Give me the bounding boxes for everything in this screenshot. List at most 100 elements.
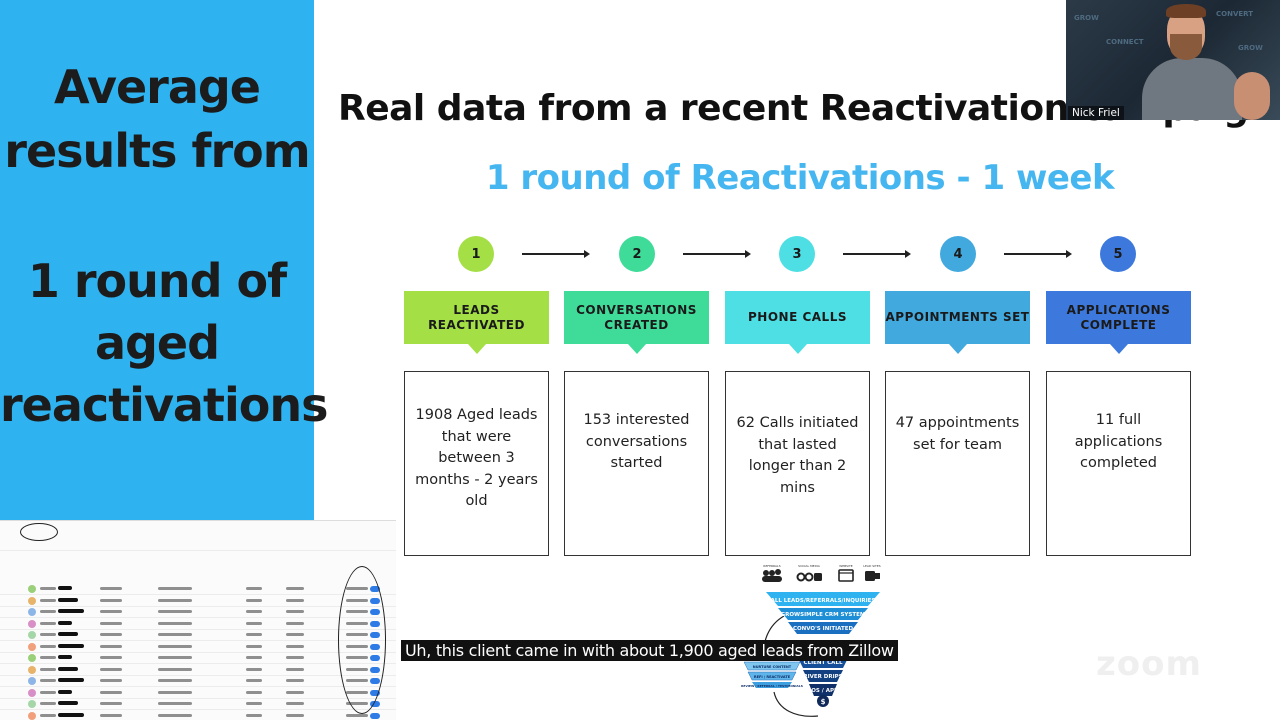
annotation-circle: [20, 523, 58, 541]
crm-cell: [158, 598, 192, 602]
crm-cell: [100, 656, 122, 659]
funnel-layer: [809, 684, 837, 696]
crm-cell: [286, 690, 304, 694]
funnel-layer-label: RIVER DRIPS: [803, 674, 842, 680]
step-card-3: 62 Calls initiated that lasted longer th…: [725, 371, 870, 556]
crm-cell: [158, 713, 192, 717]
step-banner-2: CONVERSATIONS CREATED: [564, 291, 709, 354]
crm-screenshot-thumbnail: [0, 520, 396, 720]
crm-cell: [246, 690, 262, 694]
marketing-funnel-diagram: ALL LEADS/REFERRALS/INQUIRIES GROWSIMPLE…: [741, 564, 881, 717]
participant-arm: [1234, 72, 1270, 120]
crm-cell: [100, 633, 122, 636]
crm-cell: [40, 621, 56, 625]
crm-cell: [40, 656, 56, 659]
avatar: [28, 654, 36, 662]
crm-cell: [158, 656, 192, 659]
webcam-video[interactable]: GROW CONNECT CONVERT GROW Nick Friel: [1066, 0, 1280, 120]
zoom-watermark: zoom: [1096, 644, 1202, 684]
avatar: [28, 711, 36, 720]
funnel-layer-label: LOS / APP: [808, 688, 838, 694]
crm-cell: [158, 679, 192, 682]
left-title-line: aged: [94, 316, 220, 370]
step-number-5: 5: [1100, 236, 1136, 272]
redaction-mark: [58, 643, 84, 648]
crm-cell: [286, 587, 304, 590]
crm-cell: [246, 633, 262, 636]
funnel-layer-label: GROWSIMPLE CRM SYSTEM: [781, 612, 866, 618]
crm-cell: [40, 644, 56, 648]
redaction-mark: [58, 586, 72, 590]
avatar: [28, 619, 36, 628]
avatar: [28, 596, 36, 605]
redaction-mark: [58, 609, 84, 613]
side-funnel-layer: [743, 661, 801, 671]
crm-toolbar: [0, 541, 396, 551]
side-funnel-layer: [747, 671, 797, 681]
avatar: [28, 665, 36, 674]
step-banner-1: LEADS REACTIVATED: [404, 291, 549, 354]
crm-cell: [100, 713, 122, 717]
crm-cell: [246, 713, 262, 717]
avatar: [28, 677, 36, 685]
crm-cell: [40, 598, 56, 602]
crm-cell: [100, 587, 122, 590]
crm-cell: [100, 667, 122, 671]
participant-body: [1142, 58, 1242, 120]
crm-cell: [158, 610, 192, 613]
funnel-source-icons: [762, 569, 880, 582]
live-caption: Uh, this client came in with about 1,900…: [401, 640, 898, 661]
crm-cell: [286, 633, 304, 636]
crm-cell: [246, 667, 262, 671]
step-card-4: 47 appointments set for team: [885, 371, 1030, 556]
redaction-mark: [58, 678, 84, 682]
avatar: [28, 631, 36, 639]
crm-cell: [100, 610, 122, 613]
crm-cell: [246, 702, 262, 705]
crm-table-row: [0, 595, 396, 607]
step-card-5: 11 full applications completed: [1046, 371, 1191, 556]
crm-cell: [286, 713, 304, 717]
arrow-right-icon: [522, 250, 590, 258]
crm-table-row: [0, 629, 396, 641]
crm-cell: [100, 598, 122, 602]
crm-cell: [246, 621, 262, 625]
action-button: [370, 701, 380, 707]
funnel-layer: [788, 622, 858, 634]
crm-cell: [286, 610, 304, 613]
crm-cell: [246, 610, 262, 613]
action-button: [370, 712, 380, 719]
social-media-icon: [796, 572, 822, 582]
crm-table-row: [0, 583, 396, 595]
funnel-layer: [766, 592, 880, 606]
left-title-panel: Average results from 1 round of aged rea…: [0, 0, 328, 520]
funnel-layer: [778, 608, 868, 620]
crm-cell: [346, 713, 368, 717]
crm-table-row: [0, 618, 396, 630]
funnel-layer-label: CLIENT CALL: [804, 660, 843, 666]
funnel-layer-label: ALL LEADS/REFERRALS/INQUIRIES: [771, 598, 876, 604]
loop-arrow-icon: [773, 691, 819, 717]
crm-cell: [158, 621, 192, 625]
crm-table-row: [0, 687, 396, 699]
funnel-layer-label: CONVO'S INITIATED: [793, 626, 854, 632]
crm-table-row: [0, 606, 396, 618]
crm-cell: [40, 633, 56, 636]
step-banner-3: PHONE CALLS: [725, 291, 870, 354]
side-layer-label: REVIEW / REFERRAL / TESTIMONIALS: [741, 684, 803, 688]
avatar: [28, 608, 36, 616]
step-number-1: 1: [458, 236, 494, 272]
crm-cell: [286, 702, 304, 705]
crm-table-row: [0, 710, 396, 720]
crm-cell: [100, 690, 122, 694]
redaction-mark: [58, 689, 72, 694]
crm-cell: [158, 587, 192, 590]
wall-text: GROW: [1074, 14, 1099, 22]
crm-cell: [246, 656, 262, 659]
website-icon: [838, 569, 854, 582]
crm-cell: [158, 690, 192, 694]
funnel-layer: [803, 670, 843, 682]
crm-cell: [286, 598, 304, 602]
redaction-mark: [58, 655, 72, 659]
crm-cell: [100, 679, 122, 682]
